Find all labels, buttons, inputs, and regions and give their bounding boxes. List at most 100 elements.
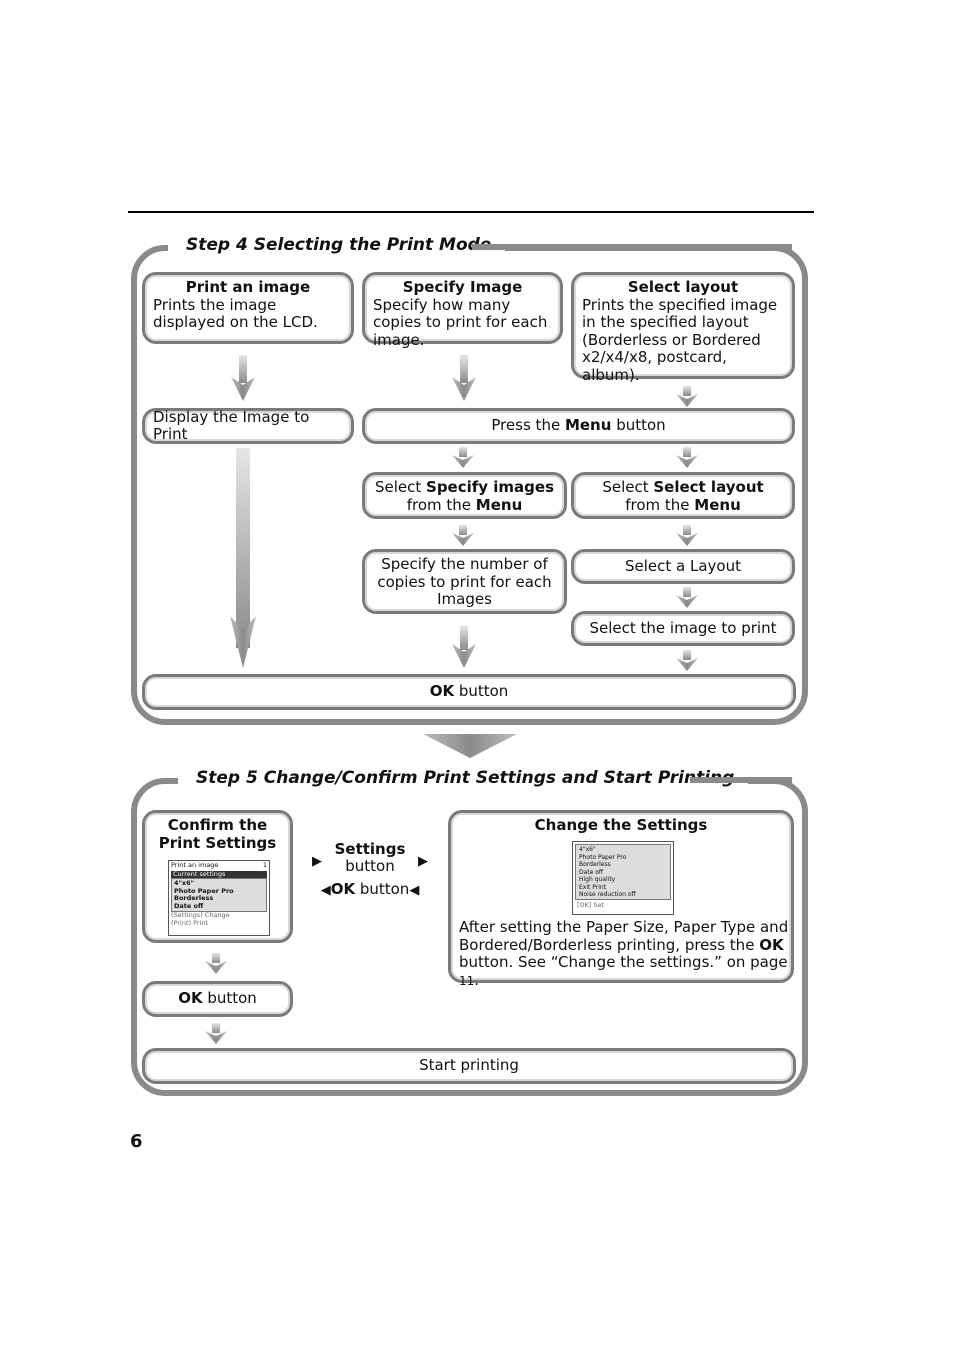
specify-images-keyword: Specify images [426, 478, 555, 496]
specify-number-label: Specify the number of copies to print fo… [377, 555, 552, 608]
select-layout-menu-box: Select Select layout from the Menu [571, 472, 795, 519]
specify-number-box: Specify the number of copies to print fo… [362, 549, 567, 614]
print-image-desc: Prints the image displayed on the LCD. [153, 295, 318, 331]
select-a-layout-box: Select a Layout [571, 549, 795, 584]
lcd-item: High quality [579, 876, 616, 883]
change-settings-box: Change the Settings 4"x6" Photo Paper Pr… [448, 810, 794, 988]
confirm-line2: Print Settings [158, 833, 277, 852]
specify-image-box: Specify Image Specify how many copies to… [362, 272, 563, 348]
change-lcd-screen: 4"x6" Photo Paper Pro Borderless Date of… [572, 841, 674, 915]
change-settings-desc: After setting the Paper Size, Paper Type… [459, 918, 793, 990]
step4-title-bar [472, 244, 792, 250]
select-image-print-box: Select the image to print [571, 611, 795, 646]
ok-keyword-step5: OK [178, 989, 203, 1008]
lcd-copies: 1 [262, 861, 267, 869]
lcd-item: Date off [579, 868, 604, 876]
specify-image-desc: Specify how many copies to print for eac… [373, 295, 548, 349]
step-transition-arrow-icon [423, 734, 517, 758]
change-desc-post: button. See “Change the settings.” on pa… [459, 935, 793, 971]
page-number: 6 [130, 1131, 143, 1152]
ok-nav-keyword: OK [330, 880, 356, 898]
select-specify-box: Select Specify images from the Menu [362, 472, 567, 519]
confirm-lcd-screen: Print an image 1 Current settings 4"x6" … [168, 860, 270, 936]
press-menu-post: button [611, 416, 666, 435]
change-ok-keyword: OK [759, 935, 784, 954]
settings-keyword: Settings [334, 840, 406, 858]
confirm-line1: Confirm the [167, 816, 268, 834]
select-layout-box: Select layout Prints the specified image… [571, 272, 795, 383]
step5-title: Step 5 Change/Confirm Print Settings and… [178, 768, 749, 788]
lcd-item: Date off [174, 901, 204, 910]
change-settings-title: Change the Settings [534, 816, 708, 834]
select-layout-menu-line2: from the [625, 495, 695, 514]
menu-keyword-2: Menu [475, 495, 523, 514]
settings-button-post: button [345, 857, 395, 875]
change-lcd-footer: [OK] Set [577, 901, 605, 909]
menu-keyword: Menu [564, 416, 612, 435]
select-layout-desc: Prints the specified image in the specif… [582, 295, 778, 384]
ok-button-post: button [454, 682, 509, 701]
down-arrow-icon [231, 355, 255, 401]
ok-button-box-step5: OK button [142, 981, 293, 1017]
lcd-item: Photo Paper Pro [579, 853, 627, 861]
start-printing-label: Start printing [419, 1056, 519, 1075]
down-arrow-icon [452, 626, 476, 668]
lcd-current-settings: Current settings [171, 870, 267, 878]
confirm-settings-box: Confirm the Print Settings Print an imag… [142, 810, 293, 943]
select-layout-menu-pre: Select [602, 478, 654, 496]
lcd-footer2: (Print) Print [171, 918, 209, 927]
page-reference: 11 [459, 973, 475, 988]
select-a-layout-label: Select a Layout [625, 556, 741, 575]
lcd-item: 4"x6" [174, 879, 195, 887]
display-image-box: Display the Image to Print [142, 408, 354, 444]
long-down-arrow-icon [230, 448, 256, 668]
down-arrow-icon [676, 447, 698, 468]
lcd-item: Borderless [174, 894, 214, 902]
change-desc-period: . [474, 970, 480, 989]
lcd-footer1: (Settings) Change [171, 911, 230, 919]
select-image-print-label: Select the image to print [589, 618, 777, 637]
change-desc-pre: After setting the Paper Size, Paper Type… [459, 918, 789, 954]
specify-image-title: Specify Image [402, 278, 523, 296]
step4-title: Step 4 Selecting the Print Mode [168, 235, 506, 255]
menu-keyword-3: Menu [694, 495, 741, 514]
lcd-settings-list: 4"x6" Photo Paper Pro Borderless Date of… [171, 878, 267, 912]
press-menu-box: Press the Menu button [362, 408, 795, 444]
start-printing-box: Start printing [142, 1048, 796, 1084]
select-specify-line2: from the [406, 495, 476, 514]
select-layout-title: Select layout [627, 278, 739, 296]
down-arrow-icon [205, 953, 227, 974]
header-rule [128, 211, 814, 213]
lcd-item: Photo Paper Pro [174, 886, 234, 895]
step5-title-bar [690, 777, 792, 783]
lcd-header: Print an image [171, 861, 219, 869]
ok-button-box-step4: OK button [142, 674, 796, 710]
right-triangle-icon: ▶ [418, 854, 428, 869]
down-arrow-icon [676, 525, 698, 546]
down-arrow-icon [205, 1023, 227, 1044]
down-arrow-icon [452, 355, 476, 401]
right-triangle-icon: ▶ [312, 854, 322, 869]
down-arrow-icon [452, 525, 474, 546]
left-triangle-icon: ◀ [409, 883, 420, 898]
lcd-item: Exit Print [579, 883, 607, 891]
lcd-item: Noise reduction off [579, 891, 636, 898]
press-menu-pre: Press the [491, 416, 565, 435]
lcd-item: Borderless [579, 861, 611, 868]
down-arrow-icon [452, 447, 474, 468]
down-arrow-icon [676, 386, 698, 407]
select-layout-keyword: Select layout [653, 478, 764, 496]
ok-nav-post: button [355, 880, 410, 898]
ok-keyword: OK [429, 682, 455, 701]
down-arrow-icon [676, 587, 698, 608]
lcd-item: 4"x6" [579, 846, 596, 853]
display-image-label: Display the Image to Print [153, 407, 310, 443]
print-image-box: Print an image Prints the image displaye… [142, 272, 354, 344]
print-image-title: Print an image [185, 278, 311, 296]
ok-button-post-step5: button [202, 989, 257, 1008]
change-lcd-list: 4"x6" Photo Paper Pro Borderless Date of… [575, 844, 671, 900]
down-arrow-icon [676, 650, 698, 671]
left-triangle-icon: ◀ [320, 883, 331, 898]
select-specify-pre: Select [374, 478, 427, 496]
